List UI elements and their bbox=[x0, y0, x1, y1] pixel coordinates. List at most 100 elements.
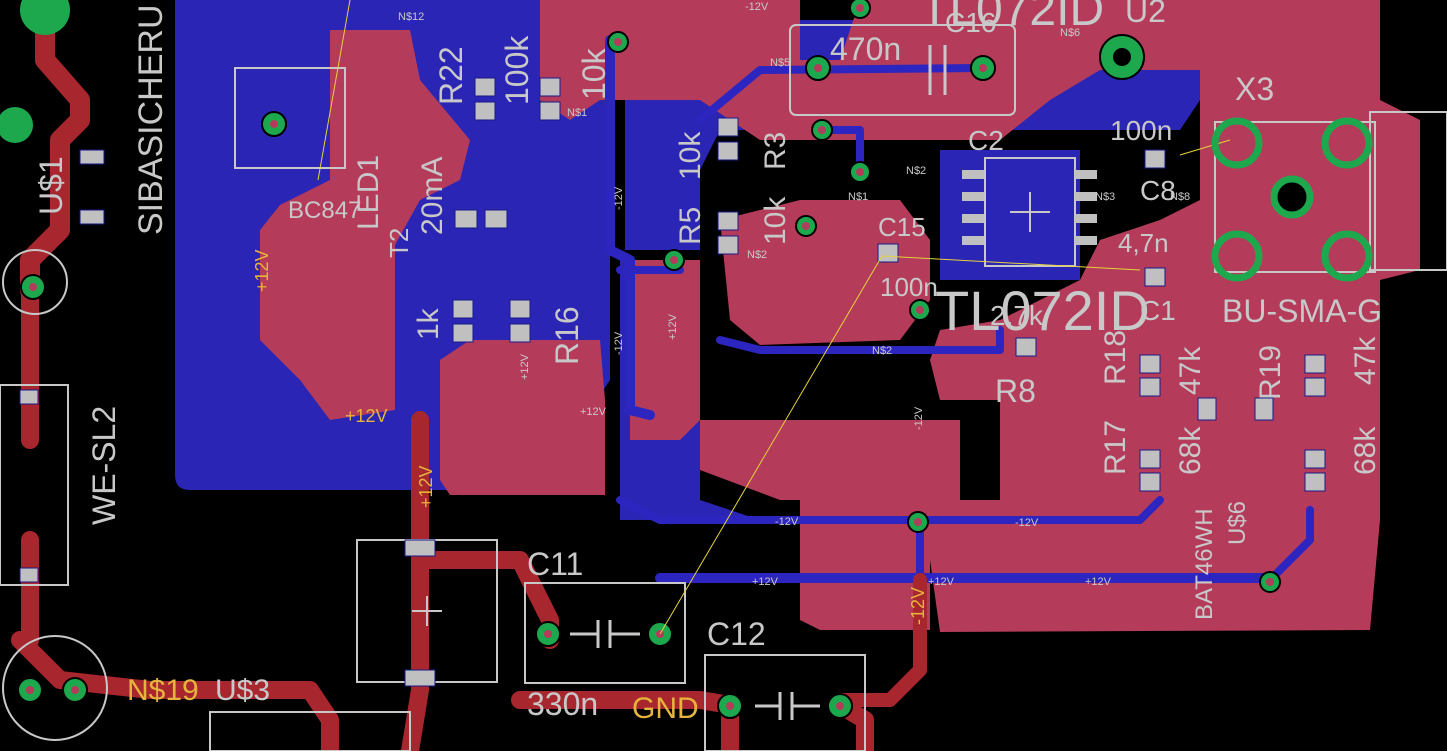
label-we-sl2: WE-SL2 bbox=[86, 406, 122, 525]
label-10k-c: 10k bbox=[759, 196, 792, 245]
label-us6: U$6 bbox=[1224, 501, 1251, 545]
label-100n: 100n bbox=[1110, 115, 1172, 146]
ic-pad bbox=[1075, 236, 1097, 245]
smd-pad bbox=[1304, 354, 1326, 374]
trace-label-m12-e: -12V bbox=[613, 331, 625, 355]
trace-label-m12-d: -12V bbox=[613, 186, 625, 210]
smd-pad bbox=[509, 299, 531, 319]
label-c8: C8 bbox=[1140, 175, 1176, 206]
via-drill bbox=[856, 4, 864, 12]
trace-label-m12-c: -12V bbox=[745, 1, 769, 13]
trace-label-n6: N$6 bbox=[1060, 27, 1080, 39]
trace-label-n1-a: N$1 bbox=[848, 191, 868, 203]
trace-label-p12-a: +12V bbox=[580, 406, 607, 418]
label-us3: U$3 bbox=[215, 674, 270, 707]
smd-pad bbox=[877, 243, 899, 263]
trace-label-m12-b: -12V bbox=[1015, 517, 1039, 529]
via-drill bbox=[726, 702, 734, 710]
label-r8: R8 bbox=[995, 373, 1036, 409]
trace-labels: N$1 N$1 N$2 N$2 N$2 N$3 N$6 N$8 N$5 N$12… bbox=[398, 1, 1190, 588]
via-drill bbox=[802, 222, 810, 230]
label-u2: U2 bbox=[1125, 0, 1166, 29]
label-tl072-a: TL072ID bbox=[920, 0, 1104, 36]
smd-pad bbox=[1254, 397, 1274, 421]
label-100n-b: 100n bbox=[880, 272, 938, 302]
capacitor-symbols bbox=[570, 45, 947, 720]
trace-label-n5: N$5 bbox=[770, 57, 790, 69]
trace-label-m12-f: -12V bbox=[913, 406, 925, 430]
label-sibasicheru: SIBASICHERU bbox=[132, 5, 170, 236]
smd-pad bbox=[404, 539, 436, 557]
via-drill bbox=[26, 686, 34, 694]
smd-pad bbox=[1139, 449, 1161, 469]
smd-pad bbox=[474, 77, 496, 97]
trace-label-p12-c: +12V bbox=[752, 576, 779, 588]
net-label-n19: N$19 bbox=[127, 674, 199, 707]
smd-pad bbox=[539, 101, 561, 121]
label-10k-a: 10k bbox=[576, 47, 612, 100]
smd-pad bbox=[717, 141, 739, 161]
via-drill bbox=[270, 120, 278, 128]
smd-pad bbox=[452, 299, 474, 319]
trace-label-p12-d: +12V bbox=[928, 576, 955, 588]
smd-pad bbox=[454, 209, 478, 229]
label-r22: R22 bbox=[433, 46, 469, 105]
label-r17: R17 bbox=[1099, 420, 1132, 475]
label-c1: C1 bbox=[1140, 295, 1176, 326]
via-drill bbox=[818, 126, 826, 134]
label-r5: R5 bbox=[674, 207, 707, 245]
label-470n: 470n bbox=[830, 31, 901, 67]
label-led1: LED1 bbox=[352, 155, 385, 230]
label-r3: R3 bbox=[759, 132, 792, 170]
smd-pad bbox=[1015, 337, 1037, 357]
smd-pad bbox=[717, 117, 739, 137]
smd-pad bbox=[1144, 149, 1166, 169]
smd-pad bbox=[539, 77, 561, 97]
via-drill bbox=[29, 283, 37, 291]
smd-pad bbox=[1139, 354, 1161, 374]
smd-pad bbox=[484, 209, 508, 229]
ic-pad bbox=[962, 236, 984, 245]
label-68k-b: 68k bbox=[1349, 426, 1382, 475]
smd-pad bbox=[1304, 472, 1326, 492]
net-label-p12-b: +12V bbox=[252, 249, 272, 292]
net-label-p12-a: +12V bbox=[345, 406, 388, 426]
label-bc847: BC847 bbox=[288, 197, 361, 224]
net-labels: N$19 GND +12V +12V +12V -12V bbox=[127, 249, 928, 725]
net-label-p12-c: +12V bbox=[416, 465, 436, 508]
smd-pad bbox=[79, 149, 105, 165]
top-copper-pour bbox=[260, 0, 1420, 632]
smd-pad bbox=[404, 669, 436, 687]
via-drill bbox=[71, 686, 79, 694]
smd-pad bbox=[474, 101, 496, 121]
label-t2: T2 bbox=[384, 228, 414, 258]
label-4-7n: 4,7n bbox=[1118, 228, 1169, 258]
via-drill bbox=[914, 518, 922, 526]
label-100k: 100k bbox=[499, 35, 535, 105]
via-drill bbox=[670, 256, 678, 264]
smd-pad bbox=[1139, 472, 1161, 492]
trace-label-n12: N$12 bbox=[398, 11, 424, 23]
via-drill bbox=[836, 702, 844, 710]
via-drill bbox=[814, 64, 822, 72]
trace-label-n3: N$3 bbox=[1095, 191, 1115, 203]
smd-pad bbox=[509, 323, 531, 343]
smd-pads bbox=[19, 77, 1326, 687]
label-us1: U$1 bbox=[33, 156, 69, 215]
label-r16: R16 bbox=[549, 306, 585, 365]
smd-pad bbox=[717, 211, 739, 231]
ic-pad bbox=[962, 192, 984, 201]
smd-pad bbox=[717, 235, 739, 255]
trace-label-n2-c: N$2 bbox=[747, 249, 767, 261]
vias bbox=[17, 0, 1281, 719]
label-r19: R19 bbox=[1254, 345, 1287, 400]
x3-connector-pads bbox=[0, 0, 1373, 282]
label-47k-b: 47k bbox=[1349, 336, 1382, 385]
label-r18: R18 bbox=[1099, 330, 1132, 385]
label-20ma: 20mA bbox=[416, 157, 449, 235]
silkscreen-outlines bbox=[0, 24, 1447, 751]
ic-pad bbox=[962, 214, 984, 223]
via-drill bbox=[979, 64, 987, 72]
label-c11: C11 bbox=[527, 546, 583, 582]
